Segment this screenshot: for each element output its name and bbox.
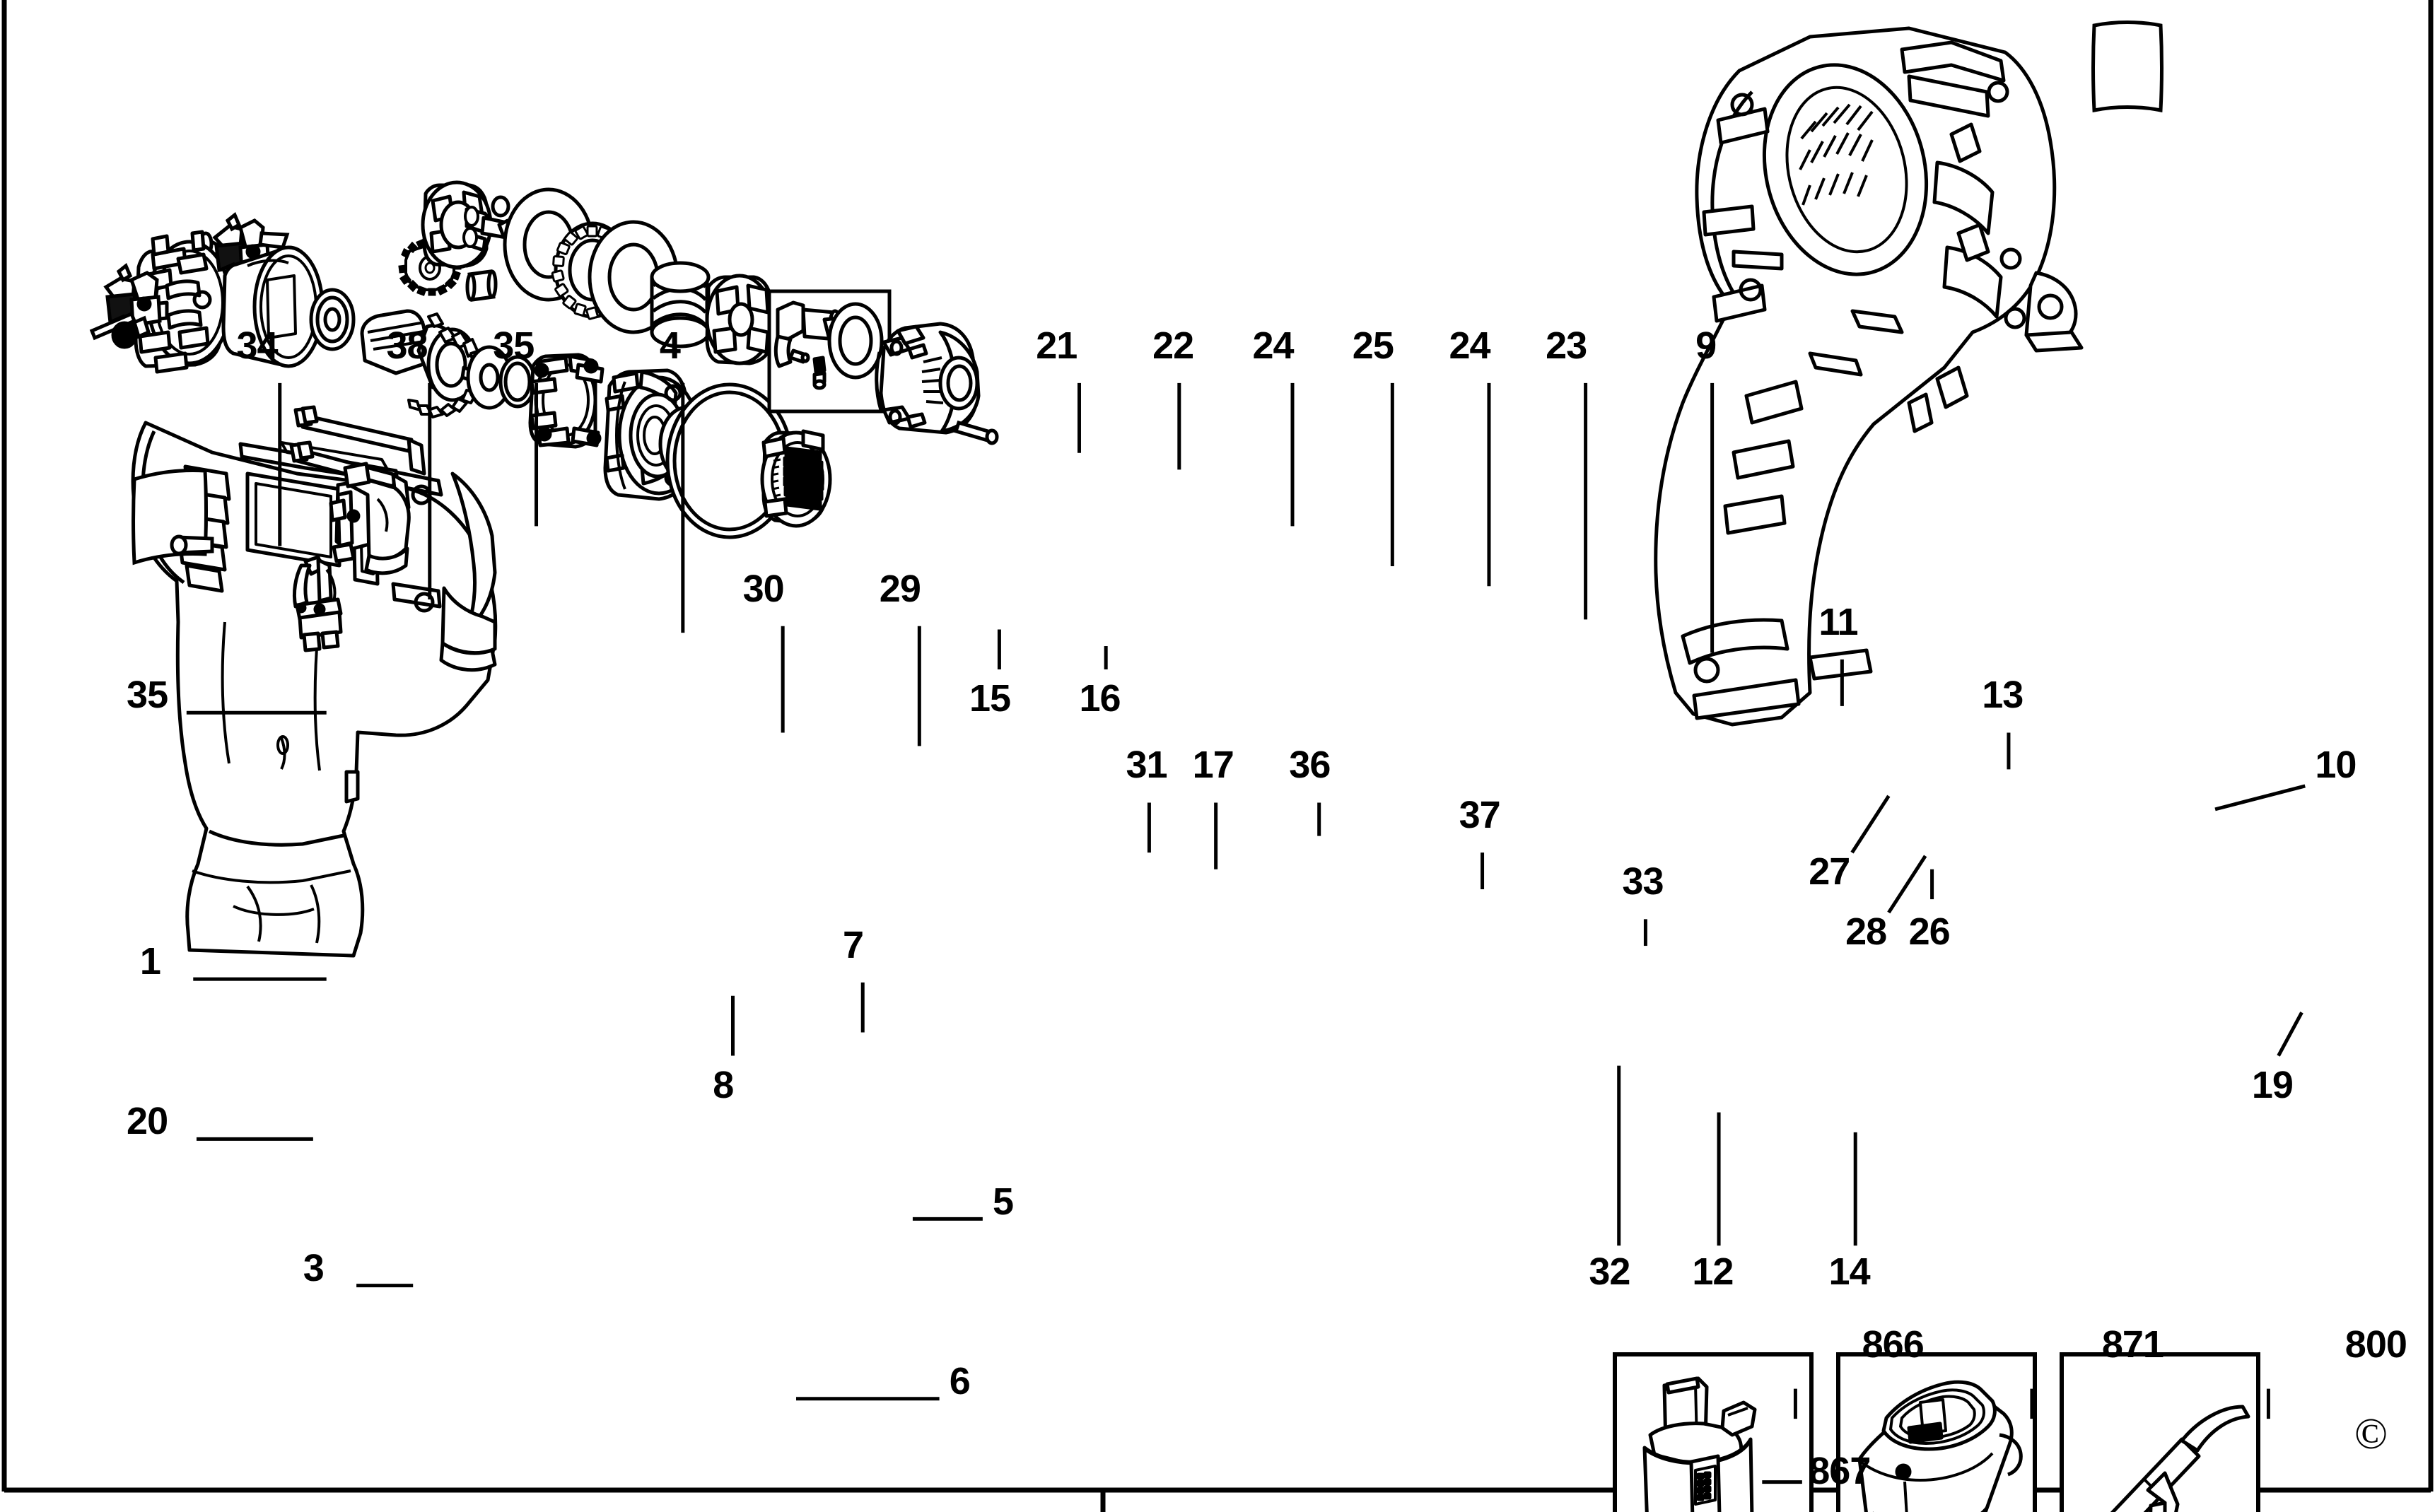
callout-38: 38	[386, 324, 428, 367]
callout-23: 23	[1546, 324, 1587, 367]
callout-22: 22	[1152, 324, 1194, 367]
callout-14: 14	[1828, 1250, 1871, 1293]
callout-34: 34	[236, 324, 279, 367]
bushing-16	[465, 269, 498, 302]
callout-3: 3	[303, 1246, 325, 1289]
callout-leader-27	[1850, 795, 1891, 854]
hammer-spring-23	[650, 261, 711, 348]
callout-5: 5	[992, 1180, 1014, 1223]
callout-32: 32	[1589, 1250, 1630, 1293]
callout-33: 33	[1622, 860, 1664, 903]
callout-20: 20	[127, 1100, 168, 1143]
callout-10: 10	[2315, 744, 2357, 787]
accessory-callout-800: 800	[2345, 1323, 2407, 1366]
trigger-switch-5	[329, 462, 411, 575]
callout-leader-19	[2277, 1012, 2303, 1057]
callout-7: 7	[842, 923, 864, 966]
forward-reverse-bracket-6	[292, 555, 343, 652]
callout-6: 6	[949, 1359, 971, 1402]
callout-31: 31	[1126, 744, 1167, 787]
gearcase-cover-10	[875, 322, 981, 435]
callout-36: 36	[1289, 744, 1331, 787]
screw-19	[953, 420, 999, 445]
callout-9: 9	[1695, 324, 1717, 367]
callout-1: 1	[139, 940, 161, 983]
callout-4: 4	[659, 324, 681, 367]
callout-35: 35	[493, 324, 535, 367]
screw-3	[170, 534, 214, 556]
mains-lead-800	[2110, 1405, 2250, 1512]
washer-13	[827, 302, 884, 380]
callout-26: 26	[1908, 910, 1951, 953]
callout-27: 27	[1809, 850, 1850, 893]
callout-21: 21	[1036, 324, 1078, 367]
callout-11: 11	[1818, 600, 1858, 643]
ring-gear-14	[760, 429, 832, 528]
battery-pack-866	[1642, 1376, 1757, 1512]
callout-24: 24	[1252, 324, 1294, 367]
leader-lines	[186, 382, 2306, 1484]
accessory-callout-871: 871	[2101, 1323, 2164, 1366]
callout-30: 30	[742, 567, 785, 610]
nameplate-label-2	[2091, 20, 2164, 113]
callout-29: 29	[879, 567, 921, 610]
callout-35: 35	[127, 674, 168, 717]
accessory-callout-866: 866	[1862, 1323, 1925, 1366]
battery-charger-871	[1857, 1380, 2023, 1512]
callout-leader-28	[1887, 855, 1927, 914]
steel-ball-22	[491, 195, 510, 218]
callout-12: 12	[1692, 1250, 1734, 1293]
copyright-icon: ©	[2354, 1410, 2388, 1458]
housing-half-upper	[1654, 26, 2084, 727]
callout-16: 16	[1079, 677, 1121, 720]
callout-8: 8	[713, 1063, 734, 1106]
ball-bearing-30	[309, 288, 356, 351]
callout-13: 13	[1982, 674, 2024, 717]
shim-washer-17	[498, 355, 537, 409]
callout-37: 37	[1459, 794, 1501, 837]
callout-25: 25	[1352, 324, 1394, 367]
callout-leader-10	[2214, 784, 2306, 811]
sub-callout-867: 867	[1809, 1450, 1871, 1493]
callout-19: 19	[2251, 1063, 2294, 1106]
callout-17: 17	[1192, 744, 1234, 787]
callout-24: 24	[1449, 324, 1490, 367]
brush-holder-35-lower	[89, 262, 162, 349]
anvil-cam-9	[705, 274, 774, 365]
brush-ring-carrier-36	[528, 353, 605, 449]
callout-15: 15	[969, 677, 1011, 720]
motor-field-can-4	[221, 245, 325, 368]
callout-28: 28	[1845, 910, 1887, 953]
